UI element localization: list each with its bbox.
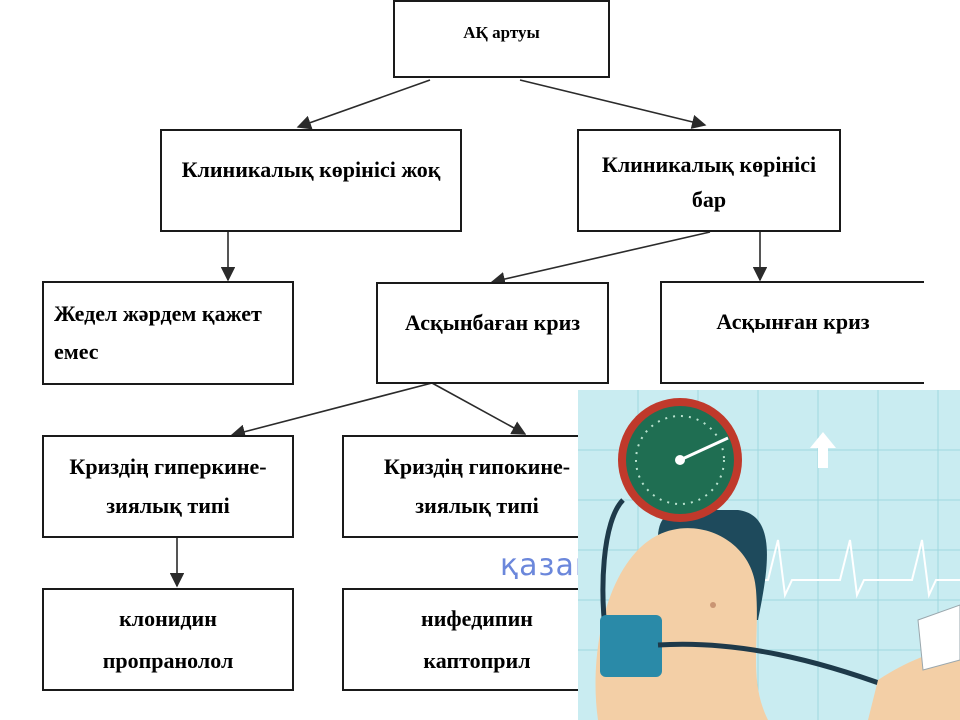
node-no-emergency-needed: Жедел жәрдем қажет емес — [42, 281, 294, 385]
node-no-emergency-needed-line-2: емес — [54, 339, 99, 364]
node-hyperkinetic-type-line-2: зиялық типі — [106, 492, 230, 518]
node-hyperkinetic-type: Криздің гиперкине- зиялық типі — [42, 435, 294, 538]
drug-nifedipine: нифедипин — [421, 605, 533, 631]
node-clinical-signs-present: Клиникалық көрінісі бар — [577, 129, 841, 232]
pressure-cuff — [600, 615, 662, 677]
up-arrow-icon — [810, 432, 836, 468]
node-hyperkinetic-type-line-1: Криздің гиперкине- — [69, 454, 267, 479]
node-uncomplicated-crisis: Асқынбаған криз — [376, 282, 609, 384]
drug-clonidine: клонидин — [119, 605, 217, 631]
ecg-line — [708, 539, 960, 599]
node-root-line-1: АҚ артуы — [463, 23, 540, 42]
watermark-text: қазақ — [500, 548, 594, 583]
node-complicated-crisis: Асқынған криз — [660, 281, 924, 384]
arrow-uncomplicated-to-hypokinetic — [431, 382, 527, 435]
node-no-clinical-signs: Клиникалық көрінісі жоқ — [160, 129, 462, 232]
arrow-root-to-no-clinic — [296, 79, 431, 130]
node-hypokinetic-type-line-1: Криздің гипокине- — [383, 454, 571, 479]
node-clinical-signs-present-line-1: Клиникалық көрінісі — [601, 152, 817, 178]
arrow-root-to-has-clinic — [519, 79, 707, 129]
drug-captopril: каптоприл — [423, 647, 531, 673]
node-hypokinetic-type-line-2: зиялық типі — [415, 492, 539, 518]
node-no-emergency-needed-line-1: Жедел жәрдем қажет — [54, 300, 262, 326]
gauge-icon — [618, 398, 742, 522]
node-no-clinical-signs-line-1: Клиникалық көрінісі жоқ — [181, 157, 441, 182]
node-root: АҚ артуы — [393, 0, 610, 78]
arrow-has-clinic-to-uncomplicated — [490, 231, 711, 287]
node-complicated-crisis-line-1: Асқынған криз — [716, 309, 870, 334]
node-drugs-nifedipine-captopril: нифедипин каптоприл — [342, 588, 612, 691]
node-uncomplicated-crisis-line-1: Асқынбаған криз — [404, 310, 581, 335]
blood-pressure-illustration — [578, 390, 960, 720]
drug-propranolol: пропранолол — [102, 647, 234, 673]
node-clinical-signs-present-line-2: бар — [691, 186, 727, 212]
node-drugs-clonidine-propranolol: клонидин пропранолол — [42, 588, 294, 691]
node-hypokinetic-type: Криздің гипокине- зиялық типі — [342, 435, 612, 538]
arrow-uncomplicated-to-hyperkinetic — [230, 382, 433, 439]
